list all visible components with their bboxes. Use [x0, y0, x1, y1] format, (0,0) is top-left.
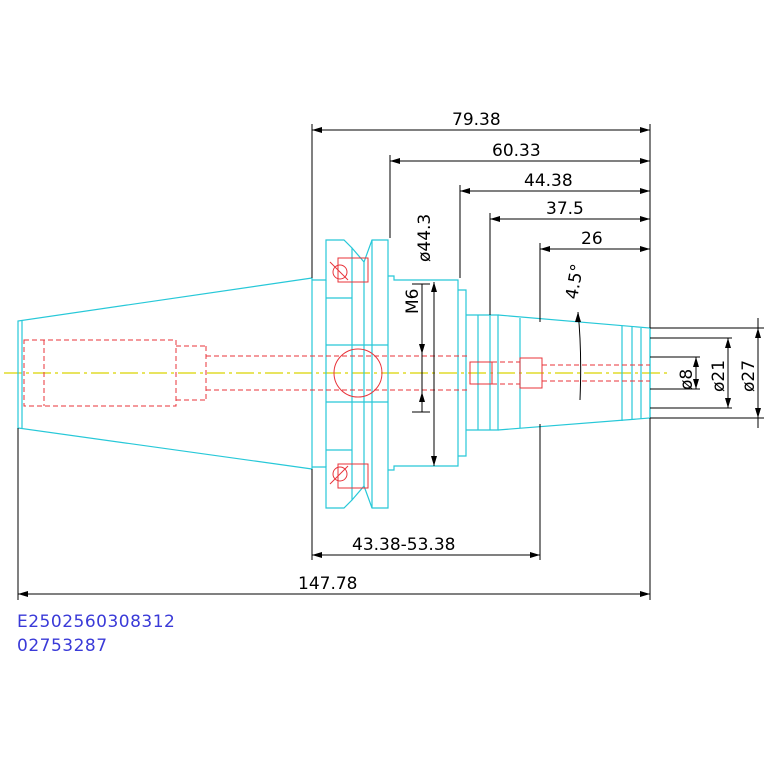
dim-text-diameter-27: ø27 — [739, 360, 759, 392]
dim-text-79: 79.38 — [452, 110, 501, 130]
dim-text-37: 37.5 — [546, 199, 584, 219]
dim-text-diameter-8: ø8 — [677, 369, 697, 390]
key-slot-bottom — [329, 463, 369, 489]
key-slot-top — [329, 257, 369, 283]
dim-text-overall: 147.78 — [298, 574, 357, 594]
dim-text-range: 43.38-53.38 — [352, 535, 455, 555]
part-code-line-1: E2502560308312 — [17, 612, 176, 632]
hidden-features — [23, 257, 650, 489]
dim-text-26: 26 — [581, 229, 603, 249]
dimension-lines — [17, 124, 764, 600]
dim-text-thread: M6 — [403, 289, 423, 314]
tool-holder-body — [17, 239, 651, 509]
dim-text-diameter-21: ø21 — [709, 360, 729, 392]
dim-text-angle: 4.5° — [562, 262, 588, 300]
dim-text-44: 44.38 — [524, 171, 573, 191]
part-code-line-2: 02753287 — [17, 636, 108, 656]
dim-text-60: 60.33 — [492, 141, 541, 161]
dim-text-diameter-44: ø44.3 — [415, 214, 435, 262]
